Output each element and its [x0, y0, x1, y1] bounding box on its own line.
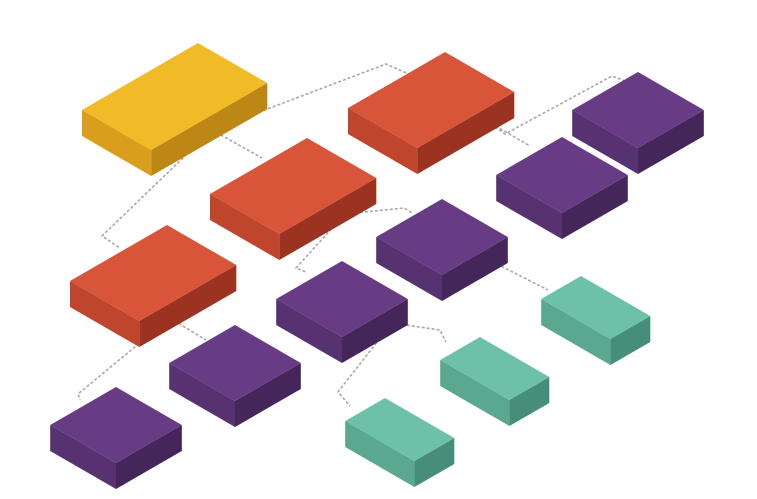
block-root-right-face: [151, 83, 268, 176]
block-leaf-p1-left-face: [572, 110, 638, 174]
block-branch-low-left-face: [70, 281, 140, 347]
block-leaf-p3-right-face: [442, 237, 508, 301]
block-leaf-p3-left-face: [376, 237, 442, 301]
block-branch-mid-right-face: [279, 178, 377, 260]
block-leaf-p4-top-face: [276, 261, 408, 337]
connector-branch-mid-to-leaf-p4: [294, 213, 346, 273]
connector-root-to-branch-top: [211, 63, 446, 131]
block-leaf-p6-right-face: [116, 425, 182, 489]
block-leaf-t2-top-face: [440, 337, 550, 400]
block-leaf-t2: [440, 337, 550, 426]
block-leaf-p6-left-face: [50, 425, 117, 489]
block-branch-top-left-face: [348, 108, 418, 174]
connector-root-to-branch-mid: [211, 129, 263, 159]
block-branch-mid-left-face: [210, 194, 280, 260]
block-leaf-p2-top-face: [496, 137, 628, 213]
block-root: [82, 43, 268, 176]
block-leaf-t3-left-face: [345, 421, 415, 487]
block-leaf-p2: [496, 137, 628, 239]
block-leaf-p4: [276, 261, 408, 363]
connector-leaf-p4-to-leaf-t3: [336, 322, 393, 407]
block-branch-low: [70, 225, 237, 347]
block-leaf-t3-right-face: [414, 438, 455, 487]
block-leaf-p5: [169, 325, 301, 427]
block-leaf-p2-left-face: [496, 175, 562, 239]
block-leaf-p3-top-face: [376, 199, 508, 275]
block-leaf-p6: [50, 387, 182, 489]
block-branch-top: [348, 52, 515, 174]
block-branch-low-right-face: [139, 265, 237, 347]
block-leaf-p5-left-face: [169, 363, 235, 427]
connector-branch-top-to-leaf-p2: [486, 120, 531, 147]
block-leaf-p1-right-face: [638, 110, 704, 174]
connector-root-to-branch-low: [100, 129, 213, 249]
block-leaf-t1-left-face: [541, 299, 611, 365]
block-root-top-face: [82, 43, 268, 150]
block-leaf-t2-left-face: [440, 360, 510, 426]
block-leaf-p4-left-face: [276, 299, 342, 363]
connector-leaf-p4-to-leaf-t2: [391, 322, 447, 343]
block-leaf-p3: [376, 199, 508, 301]
block-leaf-t1: [541, 276, 651, 365]
block-leaf-t1-right-face: [610, 316, 651, 365]
block-leaf-p1-top-face: [572, 72, 704, 148]
block-leaf-t1-top-face: [541, 276, 651, 339]
block-layer: [50, 43, 704, 489]
block-branch-mid: [210, 138, 377, 260]
block-leaf-p5-right-face: [235, 363, 301, 427]
block-leaf-p1: [572, 72, 704, 174]
block-leaf-p2-right-face: [562, 175, 628, 239]
block-leaf-t3: [345, 398, 455, 487]
block-leaf-p5-top-face: [169, 325, 301, 401]
block-branch-low-top-face: [70, 225, 237, 321]
connector-leaf-p3-to-leaf-t1: [496, 263, 549, 291]
block-leaf-p4-right-face: [342, 299, 408, 363]
block-leaf-t3-top-face: [345, 398, 455, 461]
connector-branch-mid-to-leaf-p3: [344, 207, 413, 215]
block-branch-top-top-face: [348, 52, 515, 148]
block-branch-top-right-face: [417, 92, 515, 174]
block-root-left-face: [82, 110, 152, 176]
block-leaf-t2-right-face: [509, 377, 550, 426]
block-branch-mid-top-face: [210, 138, 377, 234]
block-leaf-p6-top-face: [50, 387, 182, 463]
